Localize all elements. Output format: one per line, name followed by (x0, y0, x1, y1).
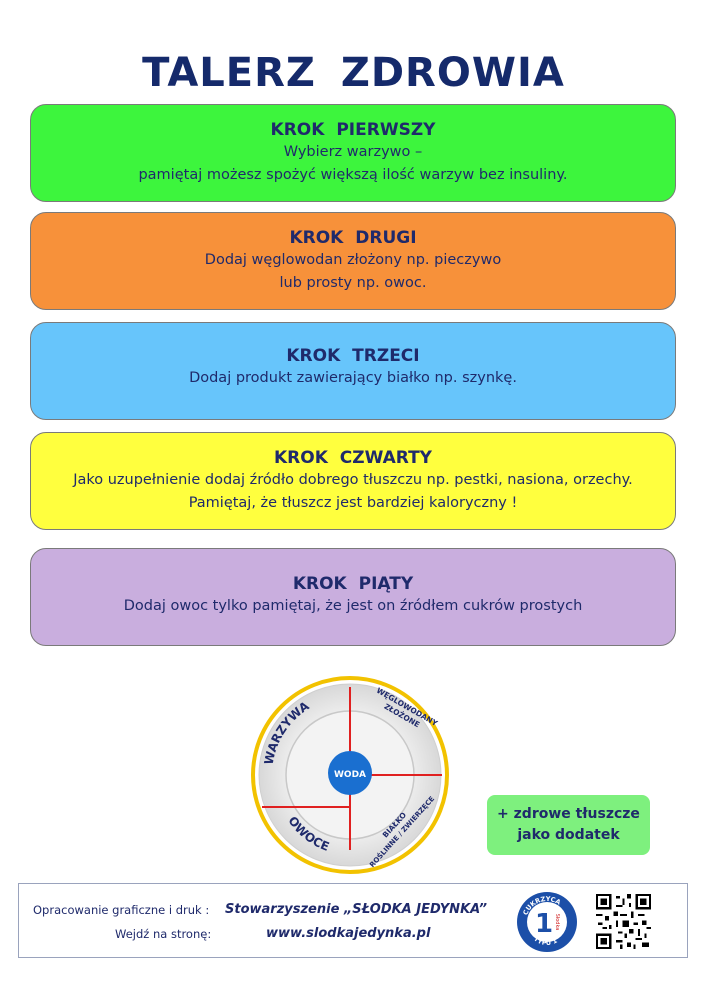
step-card-4: KROK CZWARTY Jako uzupełnienie dodaj źró… (30, 432, 676, 530)
plate-label-water: WODA (334, 770, 366, 780)
step-text-line: Wybierz warzywo – (283, 144, 423, 160)
step-card-3: KROK TRZECI Dodaj produkt zawierający bi… (30, 322, 676, 420)
step-text-line: Dodaj węglowodan złożony np. pieczywo (204, 252, 502, 268)
water-circle (328, 751, 372, 795)
qr-code (596, 894, 651, 949)
step-title: KROK PIERWSZY (270, 120, 436, 140)
step-title: KROK TRZECI (286, 346, 420, 366)
step-card-2: KROK DRUGI Dodaj węglowodan złożony np. … (30, 212, 676, 310)
footer: Opracowanie graficzne i druk : Stowarzys… (18, 883, 688, 958)
step-text-line: Jako uzupełnienie dodaj źródło dobrego t… (73, 472, 633, 488)
svg-text:TYPU 1: TYPU 1 (532, 935, 559, 947)
step-card-5: KROK PIĄTY Dodaj owoc tylko pamiętaj, że… (30, 548, 676, 646)
svg-text:1: 1 (535, 909, 553, 939)
step-text-line: Dodaj owoc tylko pamiętaj, że jest on źr… (123, 598, 583, 614)
site-label: Wejdź na stronę: (115, 927, 212, 941)
step-title: KROK PIĄTY (292, 574, 414, 594)
fats-note-line: + zdrowe tłuszcze (497, 806, 640, 822)
association-logo: CUKRZYCA TYPU 1 1 Słodka (517, 892, 577, 952)
credit-value: Stowarzyszenie „SŁODKA JEDYNKA” (225, 902, 487, 917)
healthy-plate-diagram: WARZYWA OWOCE WĘGLOWODANY ZŁOŻONE BIAŁKO… (250, 675, 450, 875)
page-title: TALERZ ZDROWIA (142, 50, 565, 96)
step-title: KROK DRUGI (289, 228, 417, 248)
svg-text:Słodka: Słodka (554, 914, 560, 931)
step-title: KROK CZWARTY (274, 448, 432, 468)
step-text-line: Pamiętaj, że tłuszcz jest bardziej kalor… (188, 495, 518, 511)
healthy-fats-note: + zdrowe tłuszcze jako dodatek (487, 795, 650, 855)
step-text-line: pamiętaj możesz spożyć większą ilość war… (138, 167, 568, 183)
credit-label: Opracowanie graficzne i druk : (33, 903, 210, 917)
step-card-1: KROK PIERWSZY Wybierz warzywo – pamiętaj… (30, 104, 676, 202)
fats-note-line: jako dodatek (517, 827, 620, 843)
plate-illustration: WARZYWA OWOCE WĘGLOWODANY ZŁOŻONE BIAŁKO… (251, 676, 449, 874)
step-text-line: lub prosty np. owoc. (279, 275, 427, 291)
site-link[interactable]: www.slodkajedynka.pl (266, 926, 431, 941)
step-text-line: Dodaj produkt zawierający białko np. szy… (189, 370, 517, 386)
